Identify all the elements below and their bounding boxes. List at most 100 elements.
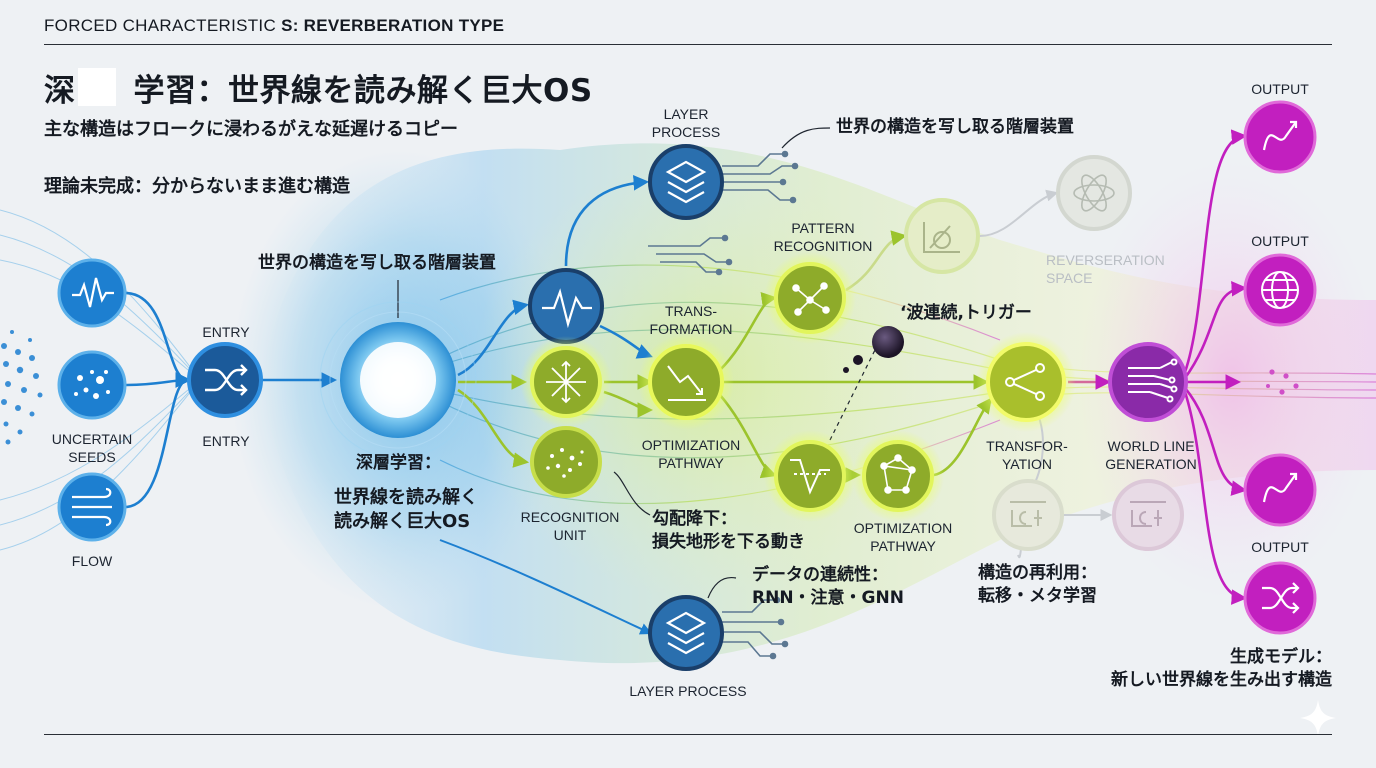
- blue-connectors: [124, 175, 653, 635]
- node-flow: [57, 472, 127, 542]
- annotation-data-line2: RNN・注意・GNN: [752, 588, 904, 608]
- annotation-wave-trigger: ‘波連続,トリガー: [900, 303, 1032, 323]
- label-pattern-line2: RECOGNITION: [773, 238, 873, 254]
- shuffle-icon: [1262, 582, 1300, 614]
- label-uncertain-line1: UNCERTAIN: [51, 431, 133, 447]
- filter-lines-icon: [1128, 358, 1178, 403]
- particle-dots-left: [1, 330, 43, 445]
- branch-icon: [1005, 363, 1045, 401]
- sparkle-icon: [1300, 700, 1336, 736]
- label-output-1: OUTPUT: [1251, 81, 1309, 97]
- label-layer-process-bottom: LAYER PROCESS: [629, 683, 747, 699]
- descending-chart-icon: [667, 365, 706, 401]
- node-layer-process-bottom: [648, 595, 724, 671]
- annotation-world-structure-top: 世界の構造を写し取る階層装置: [836, 117, 1074, 137]
- page-title: 深 学習：世界線を読み解く巨大OS: [44, 65, 593, 110]
- node-uncertain-seeds: [57, 350, 127, 420]
- node-output-4: [1243, 561, 1317, 635]
- label-transfor-line2: YATION: [1001, 456, 1053, 472]
- label-transformation-line2: FORMATION: [649, 321, 733, 337]
- bottom-rule: [44, 734, 1332, 735]
- rising-curve-icon: [1262, 473, 1297, 503]
- label-optb-line1: OPTIMIZATION: [853, 520, 953, 536]
- label-world-line1: WORLD LINE: [1107, 438, 1195, 454]
- annotation-structure-reuse: 構造の再利用： 転移・メタ学習: [978, 562, 1097, 608]
- header-prefix: FORCED CHARACTERISTIC: [44, 16, 282, 35]
- node-reuse-a: [992, 479, 1064, 551]
- label-opt-line1: OPTIMIZATION: [641, 437, 741, 453]
- label-opt-line2: PATHWAY: [658, 455, 724, 471]
- label-transforyation: TRANSFOR- YATION: [972, 437, 1082, 473]
- subtitle-2: 理論未完成：分からないまま進む構造: [44, 176, 350, 197]
- label-optb-line2: PATHWAY: [870, 538, 936, 554]
- wind-icon: [72, 487, 112, 527]
- label-world-line2: GENERATION: [1105, 456, 1197, 472]
- trigger-orbs: [843, 326, 904, 373]
- radar-chart-icon: [923, 222, 960, 253]
- label-recognition-line1: RECOGNITION: [520, 509, 620, 525]
- label-reverb-line1: REVERSERATION: [1046, 252, 1165, 268]
- node-entry: [187, 342, 263, 418]
- label-output-2: OUTPUT: [1251, 233, 1309, 249]
- label-output-3: OUTPUT: [1251, 539, 1309, 555]
- node-transform-lime: [520, 336, 612, 428]
- redaction-box: [78, 68, 116, 106]
- title-part-2: 学習：世界線を読み解く巨大OS: [133, 73, 593, 109]
- label-reverberation-space: REVERSERATION SPACE: [1046, 251, 1174, 287]
- subtitle-1: 主な構造はフロークに浸わるがえな延遅けるコピー: [44, 119, 458, 140]
- header-label: FORCED CHARACTERISTIC S: REVERBERATION T…: [44, 16, 504, 36]
- label-uncertain-line2: SEEDS: [68, 449, 116, 465]
- label-pattern-recognition: PATTERN RECOGNITION: [758, 219, 888, 255]
- node-optimization-pathway-b: [852, 430, 944, 522]
- globe-icon: [1261, 271, 1299, 309]
- label-uncertain-seeds: UNCERTAIN SEEDS: [42, 430, 142, 466]
- graph-nodes-icon: [880, 454, 916, 494]
- circuit-board-icon: [1130, 501, 1166, 527]
- node-pattern-faint: [904, 198, 980, 274]
- label-transformation: TRANS- FORMATION: [636, 302, 746, 338]
- label-world-line-generation: WORLD LINE GENERATION: [1096, 437, 1206, 473]
- scatter-dots-icon: [546, 448, 584, 478]
- node-optimization-v: [764, 430, 856, 522]
- annotation-generative-line1: 生成モデル：: [1230, 647, 1332, 667]
- annotation-data-continuity: データの連続性： RNN・注意・GNN: [752, 564, 904, 610]
- annotation-gradient-line2: 損失地形を下る動き: [652, 532, 805, 552]
- node-output-2: [1243, 253, 1317, 327]
- node-waveform-mid: [528, 268, 604, 344]
- node-world-line: [1108, 342, 1188, 422]
- header-suffix: S: REVERBERATION TYPE: [281, 16, 505, 35]
- node-transforyation: [976, 332, 1076, 432]
- circuit-traces: [648, 150, 799, 660]
- circuit-board-icon: [1010, 501, 1046, 527]
- node-reuse-b: [1112, 479, 1184, 551]
- node-uncertain-wave: [57, 258, 127, 328]
- label-layer-process-top: LAYER PROCESS: [636, 105, 736, 141]
- glowing-core: [319, 301, 477, 459]
- annotation-generative-model: 生成モデル： 新しい世界線を生み出す構造: [1111, 646, 1332, 692]
- label-layer-line1: LAYER: [663, 106, 709, 122]
- annotation-deep-line1: 世界線を読み解く: [334, 487, 478, 508]
- label-entry-bottom: ENTRY: [202, 433, 250, 449]
- waveform-icon: [72, 277, 114, 308]
- rising-curve-icon: [1262, 121, 1297, 151]
- node-reverberation: [1056, 155, 1132, 231]
- annotation-reuse-line2: 転移・メタ学習: [978, 586, 1097, 606]
- node-output-3: [1243, 453, 1317, 527]
- label-transformation-line1: TRANS-: [664, 303, 718, 319]
- network-icon: [792, 282, 830, 316]
- annotation-deep-learning-body: 世界線を読み解く 読み解く巨大OS: [334, 486, 478, 534]
- annotation-world-structure-left: 世界の構造を写し取る階層装置: [258, 253, 496, 273]
- label-pattern-line1: PATTERN: [791, 220, 855, 236]
- label-reverb-line2: SPACE: [1046, 270, 1093, 286]
- annotation-data-line1: データの連続性：: [752, 565, 888, 585]
- layers-icon: [665, 611, 707, 655]
- expand-arrows-icon: [546, 360, 586, 404]
- label-transfor-line1: TRANSFOR-: [986, 438, 1068, 454]
- magenta-connectors: [1068, 129, 1248, 605]
- heartbeat-icon: [542, 288, 592, 329]
- title-part-1: 深: [44, 73, 76, 109]
- label-recognition-line2: UNIT: [553, 527, 587, 543]
- annotation-gradient-descent: 勾配降下： 損失地形を下る動き: [652, 508, 805, 554]
- label-optimization-pathway: OPTIMIZATION PATHWAY: [626, 436, 756, 472]
